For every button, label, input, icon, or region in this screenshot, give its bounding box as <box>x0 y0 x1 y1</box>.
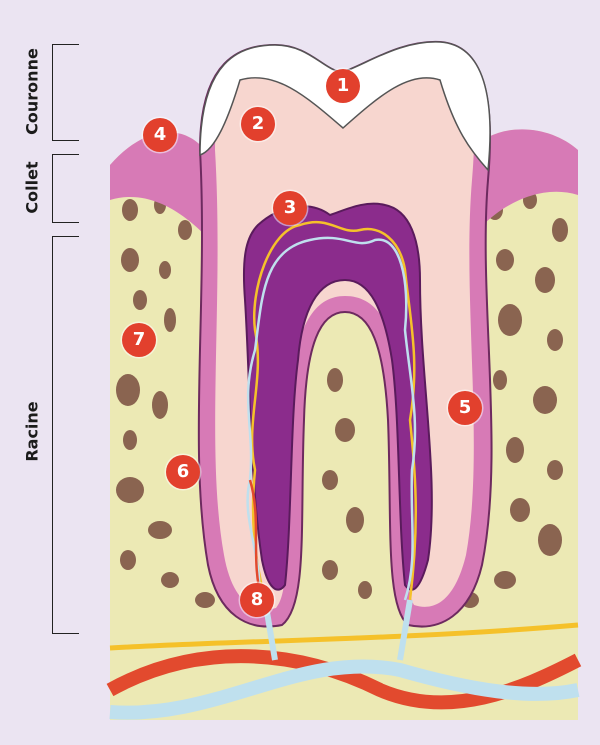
bracket-racine <box>52 236 79 634</box>
marker-gum: 4 <box>143 118 177 152</box>
pulp-vein <box>246 236 417 601</box>
marker-pulp: 3 <box>273 191 307 225</box>
pulp-nerve <box>250 220 418 601</box>
vein-bottom <box>109 659 580 720</box>
section-label-collet: Collet <box>22 161 42 214</box>
marker-cementum: 5 <box>448 391 482 425</box>
bone-pores <box>116 191 568 608</box>
gum-right <box>468 129 578 245</box>
pulp <box>242 202 433 591</box>
bracket-collet <box>52 154 79 223</box>
marker-dentin: 2 <box>241 107 275 141</box>
marker-vessels-nerves: 8 <box>240 583 274 617</box>
marker-ligament: 6 <box>166 455 200 489</box>
gum-left <box>110 132 215 245</box>
marker-enamel: 1 <box>326 69 360 103</box>
enamel-crown <box>199 41 491 172</box>
section-label-racine: Racine <box>22 401 42 462</box>
nerve-bundle <box>109 622 579 651</box>
marker-bone: 7 <box>122 323 156 357</box>
bracket-couronne <box>52 44 79 141</box>
